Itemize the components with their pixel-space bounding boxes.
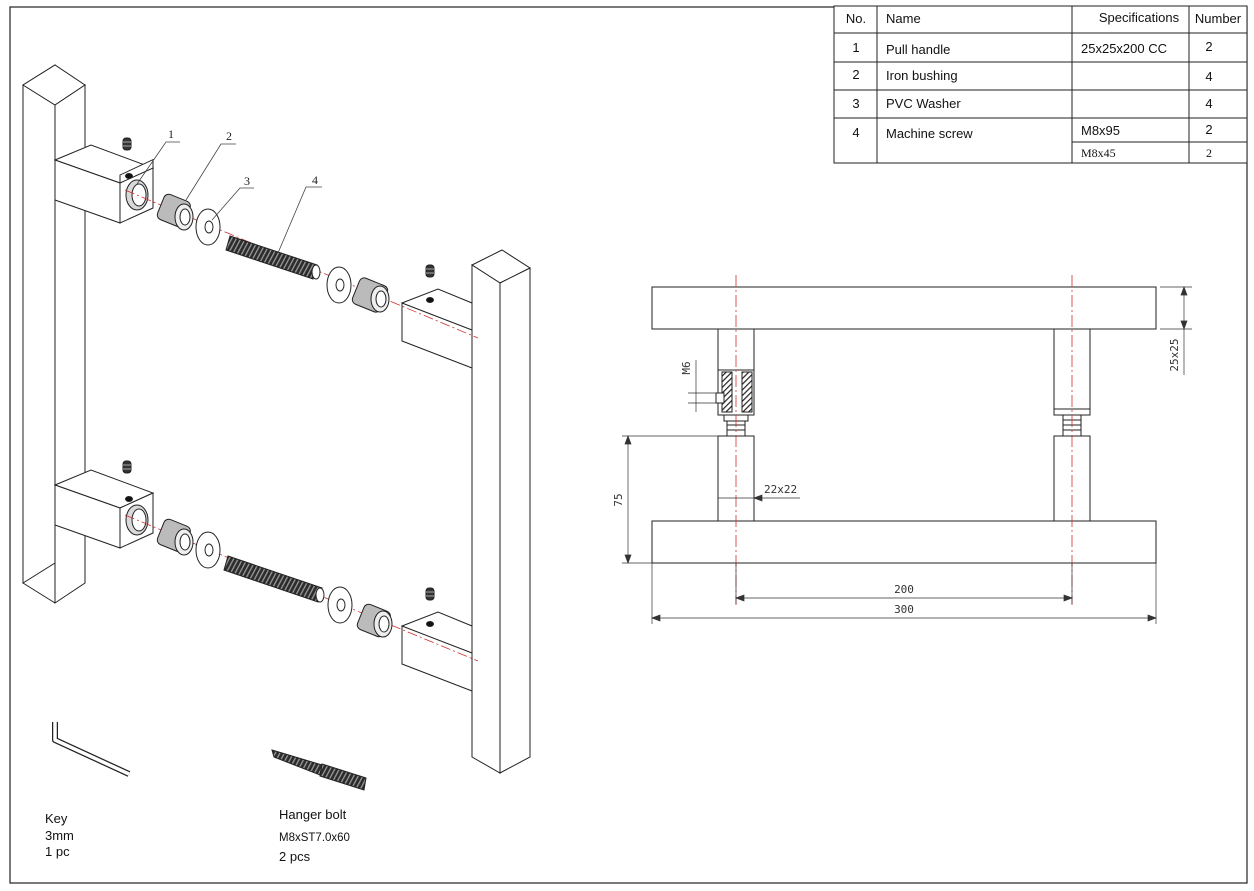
machine-screw-icon xyxy=(223,555,325,603)
table-cell-no: 3 xyxy=(852,96,859,111)
dimension-lines xyxy=(622,286,1192,624)
table-cell-no: 2 xyxy=(852,67,859,82)
callout-leader-4 xyxy=(277,186,322,254)
pvc-washer-icon xyxy=(326,266,352,304)
right-lower-standoff xyxy=(400,611,473,692)
table-header-name: Name xyxy=(886,11,921,26)
callout-label-3: 3 xyxy=(244,174,250,188)
top-bar xyxy=(651,286,1157,330)
set-screw-icon xyxy=(122,137,132,151)
bottom-bar xyxy=(651,520,1157,564)
callout-leader-2 xyxy=(185,143,236,201)
exploded-assembly-view xyxy=(22,64,532,774)
iron-bushing-icon xyxy=(356,603,393,638)
callout-label-1: 1 xyxy=(168,127,174,141)
table-cell-number: 4 xyxy=(1205,69,1212,84)
dimension-bar-section: 25x25 xyxy=(1168,338,1181,371)
table-cell-number-2: 2 xyxy=(1206,146,1212,160)
right-upper-standoff xyxy=(400,288,473,369)
table-cell-spec-2: M8x45 xyxy=(1081,146,1116,160)
table-cell-no: 4 xyxy=(852,125,859,140)
callout-label-2: 2 xyxy=(226,129,232,143)
table-cell-spec: 25x25x200 CC xyxy=(1081,41,1167,56)
machine-screw-icon xyxy=(225,235,321,280)
pvc-washer-icon xyxy=(327,586,353,624)
dimension-post-section: 22x22 xyxy=(764,483,797,496)
set-screw-icon xyxy=(425,587,435,601)
left-handle-bar xyxy=(22,64,86,604)
callout-leader-1 xyxy=(136,141,180,185)
table-header-number: Number xyxy=(1195,11,1242,26)
callout-label-4: 4 xyxy=(312,173,318,187)
iron-bushing-icon xyxy=(351,277,390,313)
hanger-bolt-qty: 2 pcs xyxy=(279,849,311,864)
key-name: Key xyxy=(45,811,68,826)
hex-key-icon xyxy=(52,722,131,777)
table-cell-name: Pull handle xyxy=(886,42,950,57)
right-handle-bar xyxy=(470,249,532,774)
callout-leader-3 xyxy=(211,187,254,221)
left-upper-standoff xyxy=(53,144,155,224)
table-cell-spec: M8x95 xyxy=(1081,123,1120,138)
table-cell-number: 2 xyxy=(1205,39,1212,54)
table-header-no: No. xyxy=(846,11,866,26)
left-lower-standoff xyxy=(53,469,155,549)
table-cell-number: 2 xyxy=(1205,122,1212,137)
dimension-overall-length: 300 xyxy=(894,603,914,616)
dimension-height: 75 xyxy=(612,493,625,506)
orthographic-view xyxy=(651,275,1157,605)
parts-table: No. Name Specifications Number 1 Pull ha… xyxy=(833,5,1248,164)
hanger-bolt-name: Hanger bolt xyxy=(279,807,347,822)
dimension-thread: M6 xyxy=(680,361,693,374)
table-cell-no: 1 xyxy=(852,40,859,55)
key-size: 3mm xyxy=(45,828,74,843)
hanger-bolt-icon xyxy=(271,749,367,791)
set-screw-icon xyxy=(122,460,132,474)
pvc-washer-icon xyxy=(195,531,221,569)
set-screw-icon xyxy=(425,264,435,278)
iron-bushing-icon xyxy=(156,518,194,556)
iron-bushing-icon xyxy=(156,193,194,231)
table-cell-name: PVC Washer xyxy=(886,96,961,111)
hanger-bolt-spec: M8xST7.0x60 xyxy=(279,832,350,844)
key-qty: 1 pc xyxy=(45,844,70,859)
table-cell-number: 4 xyxy=(1205,96,1212,111)
table-header-specifications: Specifications xyxy=(1099,10,1180,25)
sheet-border xyxy=(9,6,1248,884)
table-cell-name: Machine screw xyxy=(886,126,973,141)
dimension-center-distance: 200 xyxy=(894,583,914,596)
table-cell-name: Iron bushing xyxy=(886,68,958,83)
